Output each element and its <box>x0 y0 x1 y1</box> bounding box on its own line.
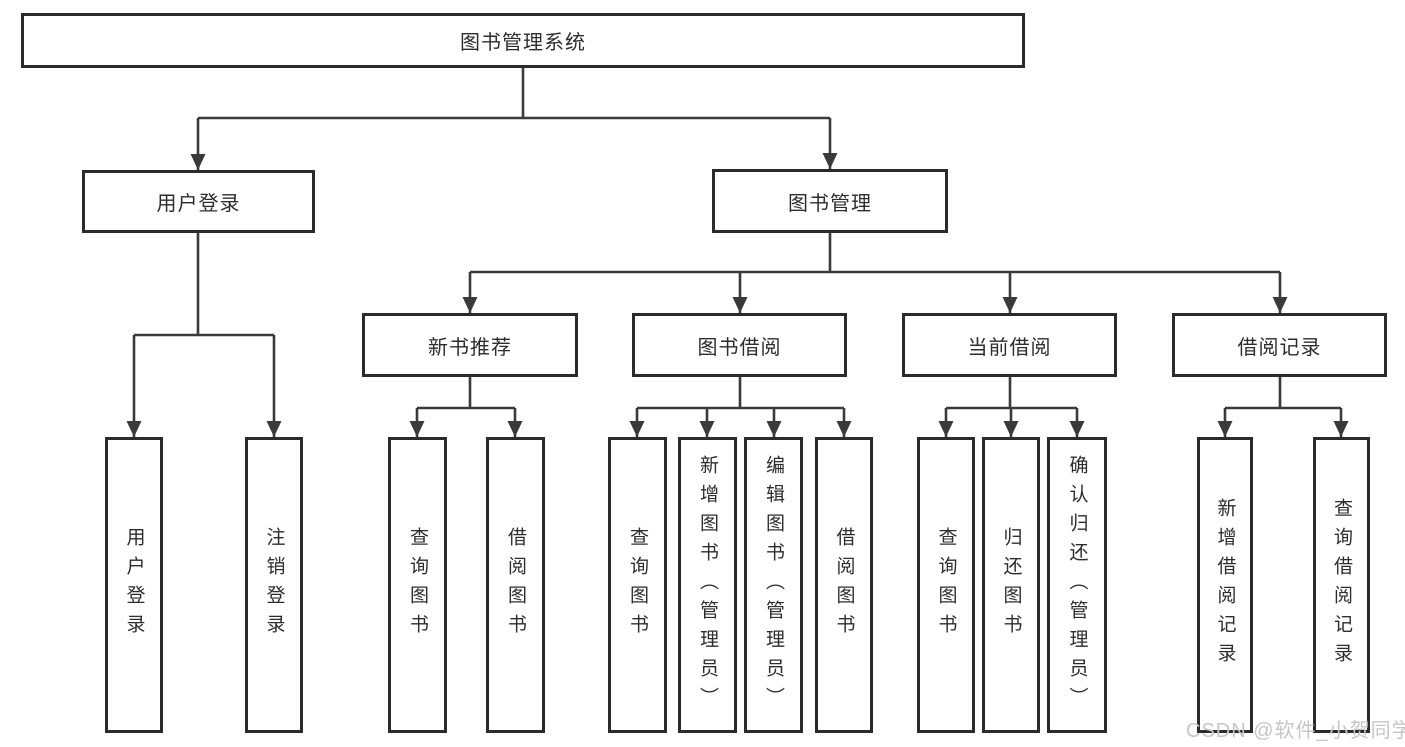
leaf-label: 借阅图书 <box>505 527 526 643</box>
leaf-borrow-books: 借阅图书 <box>815 437 873 733</box>
node-book-borrow: 图书借阅 <box>632 313 847 377</box>
node-current-borrow: 当前借阅 <box>902 313 1117 377</box>
node-label: 借阅记录 <box>1237 336 1322 359</box>
leaf-label: 新增图书（管理员） <box>697 454 718 716</box>
leaf-add-borrow-record: 新增借阅记录 <box>1197 437 1253 733</box>
leaf-label: 查询图书 <box>627 527 648 643</box>
leaf-add-books-admin: 新增图书（管理员） <box>678 437 737 733</box>
leaf-label: 借阅图书 <box>833 527 855 643</box>
node-book-management: 图书管理 <box>712 169 948 233</box>
node-label: 当前借阅 <box>967 336 1052 359</box>
leaf-label: 注销登录 <box>263 527 285 643</box>
node-label: 用户登录 <box>156 193 241 215</box>
leaf-query-books-borrow: 查询图书 <box>608 437 667 733</box>
leaf-label: 查询图书 <box>935 527 957 643</box>
leaf-query-books-recommend: 查询图书 <box>388 437 447 733</box>
node-label: 图书管理 <box>788 192 872 215</box>
leaf-logout: 注销登录 <box>245 437 303 733</box>
leaf-edit-books-admin: 编辑图书（管理员） <box>744 437 803 733</box>
csdn-watermark: CSDN @软件_小贺同学 <box>1186 720 1405 742</box>
leaf-borrow-books-recommend: 借阅图书 <box>486 437 545 733</box>
node-label: 图书管理系统 <box>460 32 586 54</box>
leaf-label: 归还图书 <box>1000 527 1022 643</box>
node-new-book-recommend: 新书推荐 <box>362 313 578 377</box>
node-label: 新书推荐 <box>428 336 512 359</box>
leaf-user-login: 用户登录 <box>105 437 163 733</box>
node-borrow-record: 借阅记录 <box>1172 313 1387 377</box>
node-user-login: 用户登录 <box>82 170 315 233</box>
node-label: 图书借阅 <box>697 336 782 359</box>
leaf-label: 查询图书 <box>407 527 428 643</box>
leaf-label: 编辑图书（管理员） <box>763 454 784 716</box>
leaf-query-borrow-record: 查询借阅记录 <box>1313 437 1370 733</box>
leaf-confirm-return-admin: 确认归还（管理员） <box>1047 437 1107 733</box>
leaf-label: 用户登录 <box>123 527 145 643</box>
leaf-return-books: 归还图书 <box>982 437 1040 733</box>
node-library-management-system: 图书管理系统 <box>21 13 1025 68</box>
leaf-label: 确认归还（管理员） <box>1066 454 1088 716</box>
leaf-label: 新增借阅记录 <box>1214 498 1236 672</box>
leaf-label: 查询借阅记录 <box>1331 498 1352 672</box>
leaf-query-books-current: 查询图书 <box>917 437 975 733</box>
